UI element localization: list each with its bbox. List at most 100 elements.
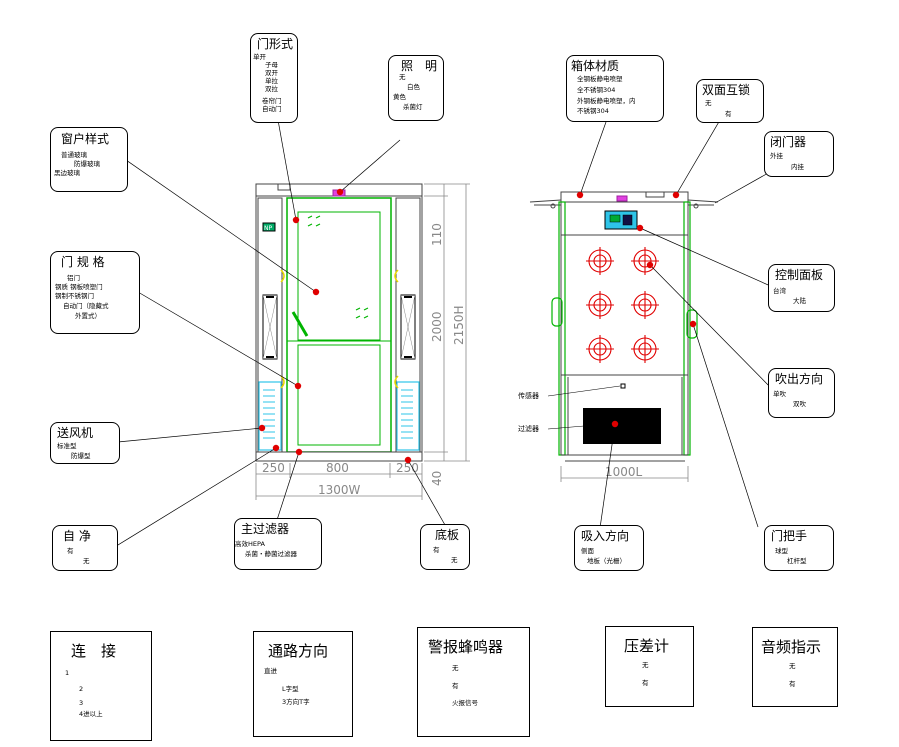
lighting-opt-2: 黄色 [393, 93, 406, 101]
side-lamp-indicator [616, 195, 628, 202]
cabinet-opt-0: 全钢板静电喷塑 [577, 75, 623, 83]
air-nozzle-icon [631, 247, 659, 275]
dim-1000l: 1000L [605, 465, 643, 479]
callout-base: 底板 有 无 [420, 524, 470, 570]
cabinet-opt-1: 全不锈钢304 [577, 86, 616, 94]
self-clean-title: 自 净 [63, 529, 91, 543]
alarm-title: 警报蜂鸣器 [428, 638, 504, 656]
blow-opt-0: 单吹 [773, 390, 786, 398]
path-opt-1: L字型 [282, 685, 299, 693]
control-title: 控制面板 [775, 268, 824, 282]
pressure-opt-0: 无 [642, 661, 649, 669]
front-dimensions [255, 183, 470, 500]
window-opt-1: 防爆玻璃 [74, 160, 100, 168]
door-type-opt-6: 自动门 [262, 105, 282, 113]
front-view: NP [255, 183, 423, 462]
air-nozzle-icon [586, 335, 614, 363]
air-nozzle-icon [586, 291, 614, 319]
dim-250-right: 250 [396, 461, 419, 475]
air-nozzle-icon [631, 335, 659, 363]
fan-opt-1: 防爆型 [71, 452, 91, 460]
callout-handle: 门把手 球型 杠杆型 [764, 525, 834, 571]
connect-opt-2: 3 [79, 699, 84, 707]
door-type-opt-3: 单拉 [265, 77, 278, 85]
side-dimensions [560, 466, 689, 482]
cabinet-opt-3: 不锈钢304 [577, 107, 609, 115]
air-nozzle-icon [586, 247, 614, 275]
interlock-opt-1: 有 [725, 110, 732, 118]
main-filter-opt-0: 高效HEPA [235, 540, 265, 548]
callout-main-filter: 主过滤器 高效HEPA 杀菌・静菌过滤器 [234, 518, 322, 570]
dim-110: 110 [430, 223, 444, 246]
option-path: 通路方向 直进 L字型 3方向T字 [253, 631, 353, 737]
callout-control: 控制面板 台湾 大陆 [768, 264, 835, 312]
callout-window: 窗户样式 普通玻璃 防爆玻璃 黑边玻璃 [50, 127, 128, 192]
door-spec-opt-0: 铝门 [67, 274, 80, 282]
base-title: 底板 [435, 528, 460, 542]
callout-self-clean: 自 净 有 无 [52, 525, 118, 571]
intake-opt-0: 侧面 [581, 547, 594, 555]
audio-opt-1: 有 [789, 680, 796, 688]
handle-opt-1: 杠杆型 [787, 557, 807, 565]
right-fan [396, 381, 420, 451]
audio-opt-0: 无 [789, 662, 796, 670]
path-title: 通路方向 [268, 642, 329, 660]
option-audio: 音频指示 无 有 [752, 627, 838, 707]
lighting-title: 照 明 [401, 59, 438, 73]
lighting-opt-1: 白色 [407, 83, 420, 91]
dim-800: 800 [326, 461, 349, 475]
option-alarm: 警报蜂鸣器 无 有 火报信号 [417, 627, 530, 737]
closer-opt-1: 内挂 [791, 163, 804, 171]
door-type-opt-5: 卷帘门 [262, 97, 282, 105]
door-spec-opt-4: 外置式） [75, 312, 101, 320]
callout-intake: 吸入方向 侧面 地板（光栅） [574, 525, 644, 571]
callout-fan: 送风机 标准型 防爆型 [50, 422, 120, 464]
control-opt-1: 大陆 [793, 297, 806, 305]
door-type-opt-4: 双拉 [265, 85, 278, 93]
connect-opt-3: 4进以上 [79, 710, 103, 718]
callout-door-spec: 门 规 格 铝门 钢质 钢板喷塑门 钢制不锈钢门 自动门（隐藏式 外置式） [50, 251, 140, 334]
fan-title: 送风机 [57, 426, 94, 440]
control-opt-0: 台湾 [773, 287, 786, 295]
intake-opt-1: 地板（光栅） [587, 557, 626, 565]
callout-blow: 吹出方向 单吹 双吹 [768, 368, 835, 418]
connect-opt-0: 1 [65, 669, 70, 677]
dim-250-left: 250 [262, 461, 285, 475]
window-title: 窗户样式 [61, 132, 110, 146]
handle-opt-0: 球型 [775, 547, 788, 555]
interlock-title: 双面互锁 [702, 83, 751, 97]
door-spec-opt-3: 自动门（隐藏式 [63, 302, 109, 310]
pressure-opt-1: 有 [642, 679, 649, 687]
closer-title: 闭门器 [770, 135, 807, 149]
callout-door-type: 门形式 单开 子母 双开 单拉 双拉 卷帘门 自动门 [250, 33, 298, 123]
connect-opt-1: 2 [79, 685, 84, 693]
window-opt-0: 普通玻璃 [61, 151, 87, 159]
self-clean-opt-1: 无 [83, 557, 90, 565]
label-sensor: 传感器 [518, 391, 539, 400]
front-logo-text: NP [264, 225, 272, 232]
callout-closer: 闭门器 外挂 内挂 [764, 131, 834, 177]
option-connect: 连 接 1 2 3 4进以上 [50, 631, 152, 741]
blow-opt-1: 双吹 [793, 400, 806, 408]
dim-40: 40 [430, 471, 444, 486]
lighting-opt-3: 杀菌灯 [403, 103, 423, 111]
side-nozzles [586, 247, 659, 363]
door-type-opt-2: 双开 [265, 69, 278, 77]
leader-lines [99, 119, 776, 557]
handle-title: 门把手 [771, 529, 808, 543]
base-opt-0: 有 [433, 546, 440, 554]
base-opt-1: 无 [451, 556, 458, 564]
cabinet-opt-2: 外钢板静电喷塑，内 [577, 97, 636, 105]
callout-interlock: 双面互锁 无 有 [696, 79, 764, 123]
option-pressure: 压差计 无 有 [605, 626, 694, 707]
intake-title: 吸入方向 [581, 529, 630, 543]
self-clean-opt-0: 有 [67, 547, 74, 555]
fan-opt-0: 标准型 [57, 442, 77, 450]
dim-1300w: 1300W [318, 483, 361, 497]
door-spec-opt-2: 钢制不锈钢门 [55, 292, 94, 300]
door-type-title: 门形式 [257, 37, 294, 51]
closer-opt-0: 外挂 [770, 152, 783, 160]
audio-title: 音频指示 [761, 638, 822, 656]
dim-2150h: 2150H [452, 305, 466, 345]
